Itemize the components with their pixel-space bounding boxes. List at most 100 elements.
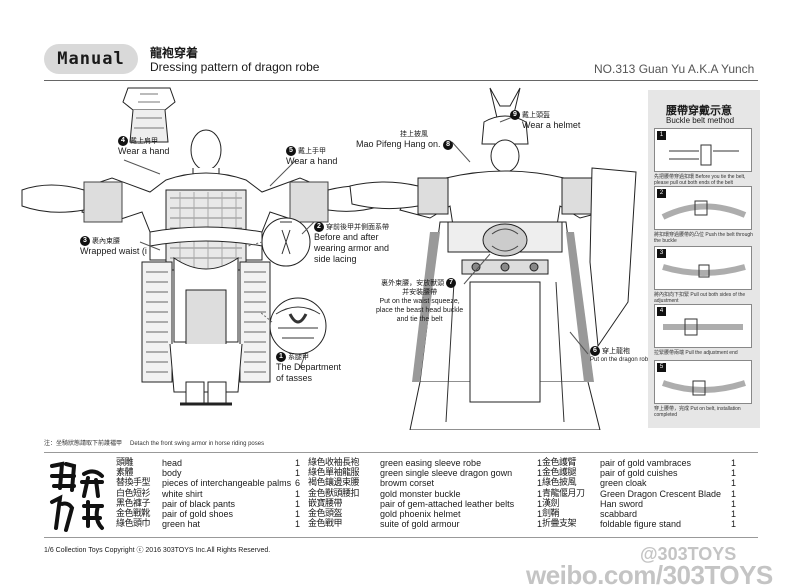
part-quantity: 1 <box>294 488 300 499</box>
parts-list-item: 金色護腿 pair of gold cuishes 1 <box>542 468 736 478</box>
part-name-en: white shirt <box>162 488 203 499</box>
part-quantity: 1 <box>536 468 542 479</box>
part-name-en: pair of gold cuishes <box>600 468 678 479</box>
belt-step-3: 3 <box>654 246 752 290</box>
part-quantity: 1 <box>294 498 300 509</box>
parts-column-3: 金色護臂 pair of gold vambraces 1 金色護腿 pair of g… <box>542 458 736 529</box>
belt-step-1-caption: 先把腰帶穿過扣環 Before you tie the belt, please… <box>654 174 746 186</box>
part-name-cn: 頭雕 <box>116 458 134 468</box>
part-name-cn: 劍鞘 <box>542 508 560 519</box>
parts-list-item: 綠色單袖龍服 green single sleeve dragon gown 1 <box>308 468 542 478</box>
part-name-en: green single sleeve dragon gown <box>380 468 513 479</box>
manual-badge: Manual <box>44 44 138 74</box>
part-name-cn: 金色護腿 <box>542 468 577 479</box>
part-name-cn: 漢劍 <box>542 498 560 509</box>
part-quantity: 1 <box>536 458 542 468</box>
part-name-en: green cloak <box>600 478 647 489</box>
part-quantity: 1 <box>294 458 300 468</box>
part-quantity: 1 <box>536 478 542 489</box>
part-quantity: 1 <box>294 519 300 530</box>
part-name-cn: 金色獸頭腰扣 <box>308 488 360 499</box>
part-name-en: Green Dragon Crescent Blade <box>600 488 722 499</box>
page-title-en: Dressing pattern of dragon robe <box>150 60 320 74</box>
part-name-en: gold monster buckle <box>380 488 461 499</box>
part-name-en: head <box>162 458 183 468</box>
part-name-en: pieces of interchangeable palms <box>162 478 292 489</box>
parts-list-item: 劍鞘 scabbard 1 <box>542 509 736 519</box>
parts-list-item: 素體 body 1 <box>116 468 300 478</box>
belt-step-3-drawing <box>662 264 746 278</box>
belt-step-2-drawing <box>661 200 747 220</box>
belt-step-1: 1 <box>654 128 752 172</box>
weibo-watermark-url: weibo.com/303TOYS <box>526 560 773 588</box>
part-quantity: 1 <box>730 508 736 519</box>
belt-step-4: 4 <box>654 304 752 348</box>
belt-step-4-drawing <box>663 318 743 336</box>
part-name-cn: 褐色鑲邊束腰 <box>308 478 360 489</box>
figure-drawings <box>21 87 637 430</box>
part-name-en: Han sword <box>600 498 644 509</box>
part-quantity: 1 <box>730 488 736 499</box>
part-name-cn: 嵌寶腰帶 <box>308 498 343 509</box>
part-quantity: 1 <box>730 519 736 530</box>
parts-list-item: 白色短衫 white shirt 1 <box>116 489 300 499</box>
part-name-cn: 金色護臂 <box>542 458 577 468</box>
right-figure <box>349 87 637 430</box>
part-quantity: 1 <box>294 508 300 519</box>
belt-step-5: 5 <box>654 360 752 404</box>
parts-list-item: 綠色頭巾 green hat 1 <box>116 519 300 529</box>
part-quantity: 1 <box>730 468 736 479</box>
part-name-en: suite of gold armour <box>380 519 460 530</box>
part-quantity: 6 <box>294 478 300 489</box>
part-name-en: scabbard <box>600 508 638 519</box>
parts-list-item: 金色頭盔 gold phoenix helmet 1 <box>308 509 542 519</box>
part-name-cn: 綠色頭巾 <box>116 519 151 530</box>
part-name-cn: 黑色褲子 <box>116 498 151 509</box>
belt-step-1-drawing <box>669 144 739 166</box>
left-inset-armor <box>122 87 176 143</box>
part-quantity: 1 <box>536 519 542 530</box>
part-name-en: body <box>162 468 182 479</box>
part-name-cn: 綠色單袖龍服 <box>308 468 360 479</box>
part-name-cn: 替換手型 <box>116 478 151 489</box>
part-name-cn: 素體 <box>116 468 134 479</box>
parts-list-item: 青龍偃月刀 Green Dragon Crescent Blade 1 <box>542 489 736 499</box>
parts-list-item: 綠色披風 green cloak 1 <box>542 478 736 488</box>
part-name-cn: 金色戰靴 <box>116 508 151 519</box>
part-name-cn: 綠色披風 <box>542 478 577 489</box>
belt-step-5-caption: 穿上腰帶，完成 Put on belt, installation comple… <box>654 406 741 418</box>
part-name-cn: 青龍偃月刀 <box>542 488 585 499</box>
copyright-text: 1/6 Collection Toys Copyright ⓒ 2016 303… <box>44 547 271 554</box>
part-name-en: browm corset <box>380 478 435 489</box>
part-name-en: green hat <box>162 519 201 530</box>
parts-list-item: 褐色鑲邊束腰 browm corset 1 <box>308 478 542 488</box>
part-name-en: pair of gold vambraces <box>600 458 692 468</box>
part-quantity: 1 <box>536 508 542 519</box>
part-quantity: 1 <box>294 468 300 479</box>
parts-list-band <box>44 452 758 538</box>
part-name-en: pair of black pants <box>162 498 236 509</box>
guan-yunchang-calligraphy-logo <box>50 461 104 532</box>
part-name-cn: 綠色收袖長袍 <box>308 458 360 468</box>
parts-list-item: 黑色褲子 pair of black pants 1 <box>116 499 300 509</box>
part-name-cn: 白色短衫 <box>116 488 151 499</box>
part-name-cn: 金色頭盔 <box>308 508 343 519</box>
part-quantity: 1 <box>730 478 736 489</box>
part-name-en: gold phoenix helmet <box>380 508 461 519</box>
part-name-en: pair of gem-attached leather belts <box>380 498 515 509</box>
